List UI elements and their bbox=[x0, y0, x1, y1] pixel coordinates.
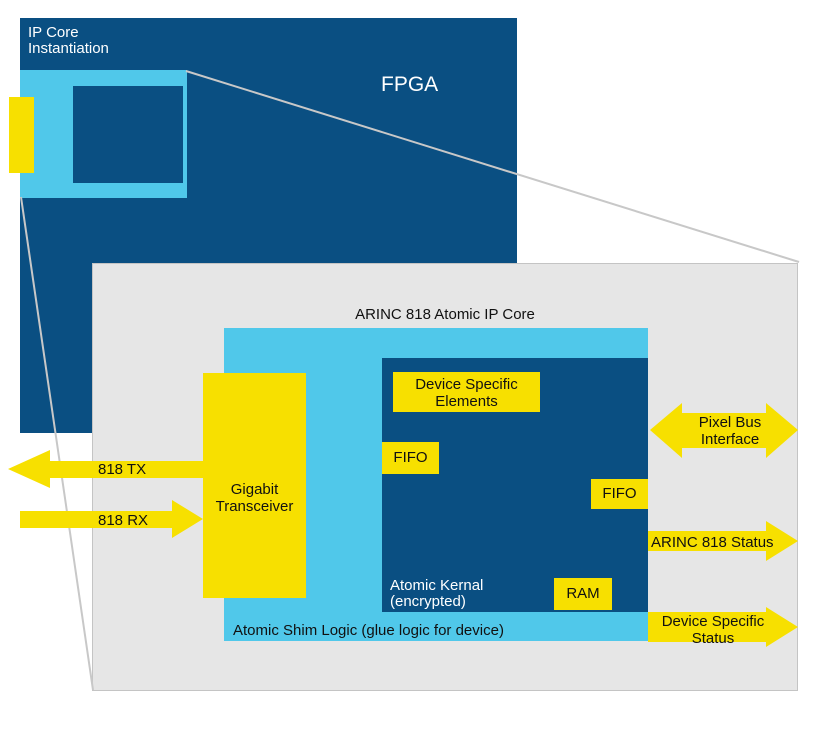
pixel-bus-line1: Pixel Bus bbox=[698, 414, 762, 431]
gigabit-line1: Gigabit bbox=[230, 481, 279, 498]
device-specific-elements-block: Device Specific Elements bbox=[393, 372, 540, 412]
fifo-right-block: FIFO bbox=[591, 479, 648, 509]
device-status-line1: Device Specific bbox=[661, 613, 765, 630]
gigabit-transceiver-block: Gigabit Transceiver bbox=[203, 373, 306, 598]
pixel-bus-label: Pixel Bus Interface bbox=[680, 414, 780, 448]
atomic-kernel-line2: (encrypted) bbox=[390, 593, 466, 610]
shim-logic-label: Atomic Shim Logic (glue logic for device… bbox=[233, 622, 504, 639]
rx-arrow bbox=[20, 500, 203, 538]
atomic-kernel-line1: Atomic Kernal bbox=[390, 577, 484, 594]
fifo-left-block: FIFO bbox=[382, 442, 439, 474]
ip-core-instantiation-line1: IP Core bbox=[28, 24, 79, 41]
projection-line-bottom bbox=[20, 196, 94, 691]
ip-core-title: ARINC 818 Atomic IP Core bbox=[355, 306, 535, 323]
ip-core-instance-center bbox=[73, 86, 183, 183]
rx-label: 818 RX bbox=[98, 512, 149, 529]
projection-line-top bbox=[185, 70, 800, 263]
device-status-line2: Status bbox=[691, 630, 735, 647]
tx-arrow bbox=[8, 450, 203, 488]
ram-block: RAM bbox=[554, 578, 612, 610]
gigabit-line2: Transceiver bbox=[215, 498, 294, 515]
tx-label: 818 TX bbox=[98, 461, 147, 478]
fpga-label: FPGA bbox=[381, 73, 439, 96]
atomic-kernel-label: Atomic Kernal (encrypted) bbox=[390, 578, 483, 610]
pixel-bus-arrow bbox=[650, 403, 798, 458]
device-specific-line1: Device Specific bbox=[415, 376, 518, 393]
device-specific-line2: Elements bbox=[435, 393, 498, 410]
device-status-label: Device Specific Status bbox=[648, 613, 778, 647]
arinc-status-label: ARINC 818 Status bbox=[651, 534, 774, 551]
ip-core-instantiation-line2: Instantiation bbox=[28, 40, 109, 57]
pixel-bus-line2: Interface bbox=[700, 431, 760, 448]
device-status-arrow bbox=[648, 607, 798, 647]
ip-core-instance-transceiver bbox=[9, 97, 34, 173]
arinc-status-arrow bbox=[648, 521, 798, 561]
ip-core-instantiation-label: IP Core Instantiation bbox=[28, 25, 109, 57]
